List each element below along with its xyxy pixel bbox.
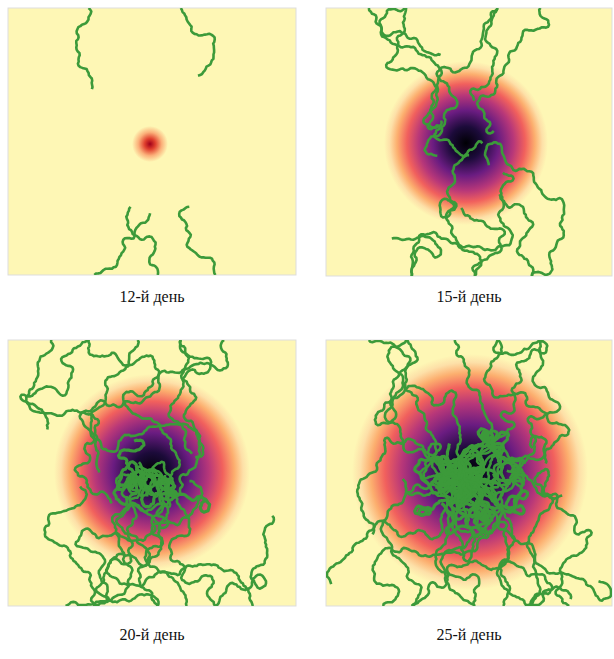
vessel-branch xyxy=(485,142,564,276)
day-caption: 12-й день xyxy=(120,288,185,306)
vessel-branch xyxy=(461,208,505,276)
vessel-branch xyxy=(411,173,513,276)
vessel-branch xyxy=(459,429,497,469)
vessel-branch xyxy=(470,8,497,101)
vessel-branch xyxy=(107,475,187,607)
vessel-branch xyxy=(66,475,169,606)
vessel-branch xyxy=(357,438,469,535)
vessel-branch xyxy=(145,481,253,606)
vessel-branch xyxy=(179,207,215,275)
panel-ground xyxy=(8,8,296,275)
vessel-branch xyxy=(117,471,142,491)
vessel-branch xyxy=(491,340,560,502)
vessel-branch xyxy=(477,8,549,133)
vessel-branch xyxy=(76,8,92,89)
day-caption: 15-й день xyxy=(437,288,502,306)
concentration-spot xyxy=(132,126,168,162)
vessel-branch xyxy=(88,340,180,491)
vessel-branch xyxy=(91,340,204,457)
vessel-branch xyxy=(80,340,228,472)
day-caption: 25-й день xyxy=(437,626,502,644)
panel-ground xyxy=(326,8,612,276)
concentration-spot xyxy=(384,61,548,225)
vessel-branch xyxy=(164,482,210,513)
panel-ground xyxy=(8,340,296,606)
vessel-branch xyxy=(369,8,442,129)
panel-ground xyxy=(326,340,612,606)
vessel-branch xyxy=(215,516,274,606)
vessel-branches xyxy=(20,8,611,606)
vessel-branch xyxy=(155,479,175,500)
vessel-branch xyxy=(469,481,571,605)
vessel-branch xyxy=(126,207,158,275)
day-caption: 20-й день xyxy=(120,626,185,644)
vessel-branch xyxy=(45,487,96,607)
vessel-branch xyxy=(469,481,611,601)
vessel-branch xyxy=(327,481,471,584)
vessel-branch xyxy=(20,340,88,430)
vessel-branch xyxy=(500,194,534,276)
vessel-branch xyxy=(392,236,441,276)
vessel-branch xyxy=(26,340,112,503)
vessel-branch xyxy=(169,340,212,454)
vessel-branch xyxy=(181,8,215,76)
vessel-branch xyxy=(94,213,150,275)
